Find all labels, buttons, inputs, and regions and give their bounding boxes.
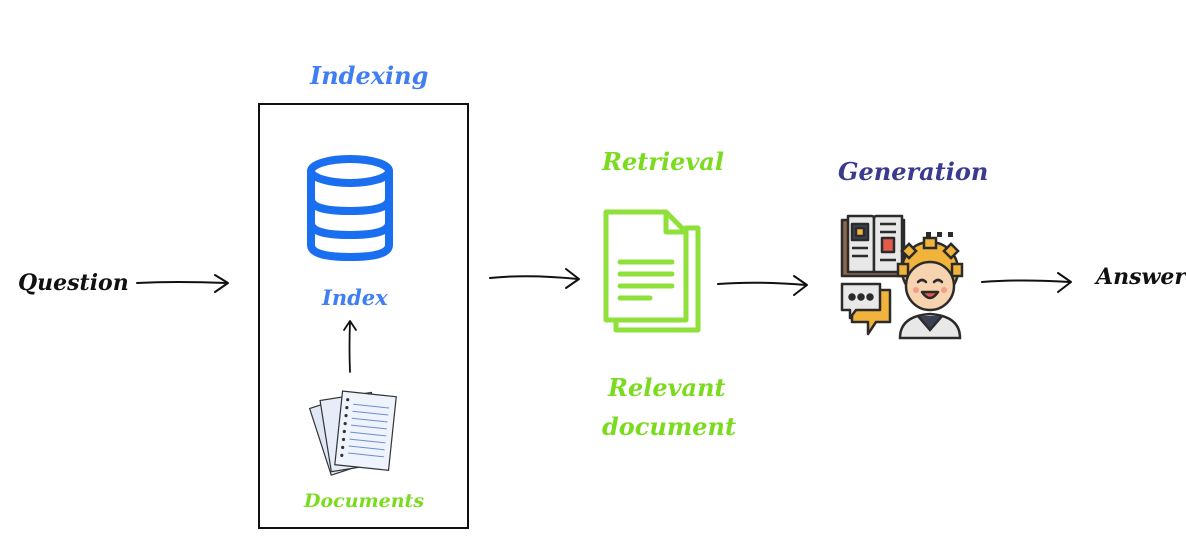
retrieval-title: Retrieval (602, 147, 724, 176)
answer-label: Answer (1096, 264, 1186, 290)
generation-title: Generation (838, 157, 989, 186)
relevant-document-label-line1: Relevant (608, 373, 726, 402)
relevant-document-label-line2: document (602, 412, 737, 441)
question-label: Question (18, 270, 129, 296)
indexing-title: Indexing (310, 61, 429, 90)
database-icon (307, 155, 393, 262)
arrow-question-to-indexing (136, 274, 229, 293)
arrow-indexing-to-retrieval (489, 268, 580, 289)
reading-person-gear-icon (840, 214, 964, 340)
documents-label: Documents (304, 490, 425, 512)
arrow-retrieval-to-generation (717, 275, 808, 296)
arrow-documents-to-index (343, 320, 357, 373)
index-label: Index (322, 285, 388, 310)
arrow-generation-to-answer (981, 272, 1072, 293)
indexing-box (258, 103, 469, 529)
documents-stack-icon (308, 390, 397, 476)
document-icon (603, 209, 701, 333)
